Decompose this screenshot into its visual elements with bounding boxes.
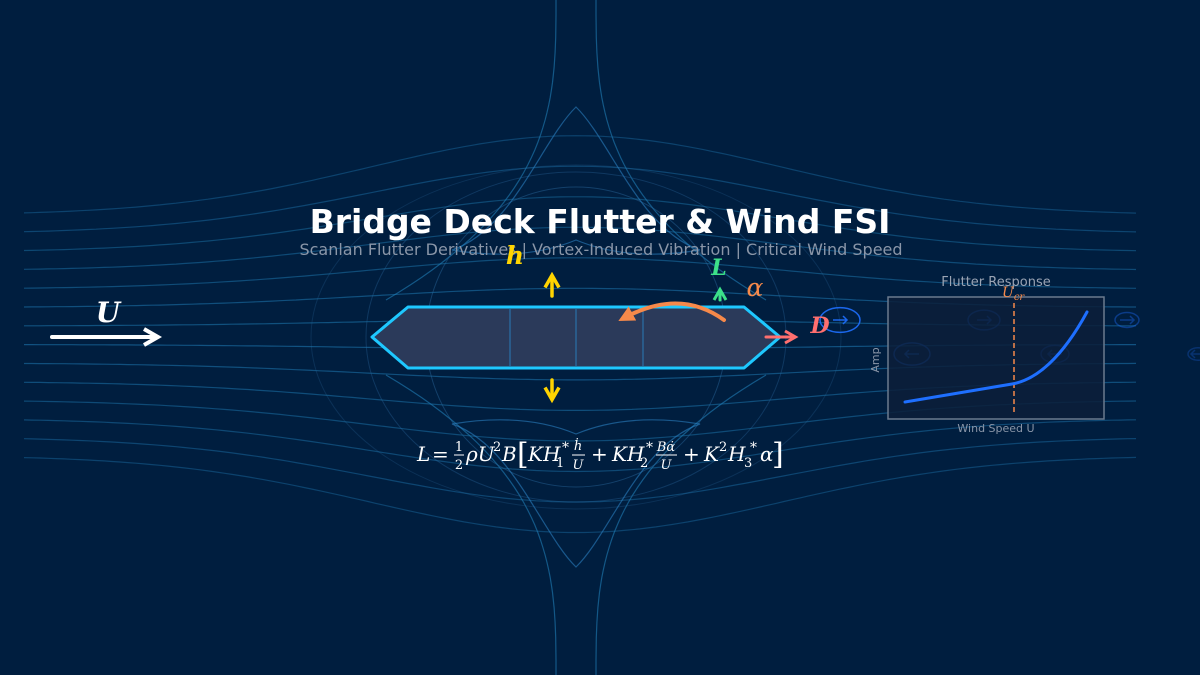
streamline [23, 456, 1137, 534]
inset-ylabel: Amp [869, 347, 882, 372]
vortex-arrow [1189, 349, 1200, 359]
eq-frac2-den: U [661, 458, 673, 473]
streamline-vertical [385, 374, 557, 675]
eq-half-den: 2 [455, 458, 463, 473]
eq-equals: = [432, 442, 449, 466]
eq-kh1-sub: 1 [556, 456, 564, 471]
eq-right-bracket: ] [772, 437, 784, 472]
eq-k: K [703, 442, 720, 466]
eq-plus-2: + [683, 442, 700, 466]
eq-b: B [501, 442, 517, 466]
eq-h3-sub: 3 [744, 456, 752, 471]
vortex-arrow [833, 315, 849, 325]
eq-frac2-num: Bα̇ [656, 440, 676, 455]
pressure-contour [310, 164, 842, 510]
streamlines [23, 0, 1137, 675]
streamline [23, 419, 1137, 473]
page-title: Bridge Deck Flutter & Wind FSI [310, 202, 891, 241]
eq-k-sup: 2 [719, 440, 727, 455]
streamline [23, 438, 1137, 503]
streamline [23, 135, 1137, 214]
streamline [23, 165, 1137, 233]
critical-speed-label: U [1002, 285, 1015, 301]
eq-left-bracket: [ [517, 437, 529, 472]
eq-kh1: KH [527, 442, 561, 466]
svg-text:Ucr: Ucr [1002, 285, 1025, 303]
eq-h3: H [727, 442, 746, 466]
inset-title: Flutter Response [941, 275, 1050, 290]
flutter-response-inset: Flutter Response Ucr Wind Speed U Amp [869, 275, 1105, 435]
streamline-vertical [595, 374, 767, 675]
streamline-vertical [385, 0, 557, 301]
streamline [23, 196, 1137, 252]
lift-equation: L = 1 2 ρU 2 B [ KH 1 * ḣ U + KH 2 * Bα̇… [416, 437, 784, 473]
wind-label: U [96, 296, 122, 329]
pressure-lobe-bottom [451, 419, 701, 568]
critical-speed-sub: cr [1014, 292, 1026, 303]
eq-kh2-sub: 2 [640, 456, 648, 471]
inset-xlabel: Wind Speed U [957, 422, 1034, 435]
drag-label: D [809, 313, 829, 339]
eq-frac1-num: ḣ [574, 438, 582, 454]
lift-label: L [710, 255, 726, 281]
response-curve [903, 310, 1089, 404]
eq-kh1-star: * [562, 440, 569, 456]
vortex-ring [819, 306, 861, 334]
streamline [23, 226, 1137, 271]
pitch-label: α [747, 273, 764, 302]
vortex-ring [1114, 311, 1140, 329]
eq-lift: L [416, 442, 430, 466]
streamline-vertical [595, 0, 767, 301]
pressure-lobe-top [451, 106, 701, 255]
pitch-arrow [618, 301, 726, 322]
eq-frac1-den: U [573, 458, 585, 473]
eq-plus-1: + [591, 442, 608, 466]
page-subtitle: Scanlan Flutter Derivatives | Vortex-Ind… [299, 240, 902, 259]
eq-kh2-star: * [646, 440, 653, 456]
streamline [23, 257, 1137, 289]
vortex-ring [1187, 347, 1200, 361]
eq-half-num: 1 [455, 440, 463, 455]
heave-label: h [506, 241, 524, 270]
eq-alpha: α [760, 442, 774, 466]
eq-square: 2 [493, 440, 501, 455]
vortex-arrow [1120, 315, 1136, 325]
eq-h3-star: * [750, 440, 757, 456]
eq-kh2: KH [611, 442, 645, 466]
eq-rho-u: ρU [465, 442, 496, 466]
